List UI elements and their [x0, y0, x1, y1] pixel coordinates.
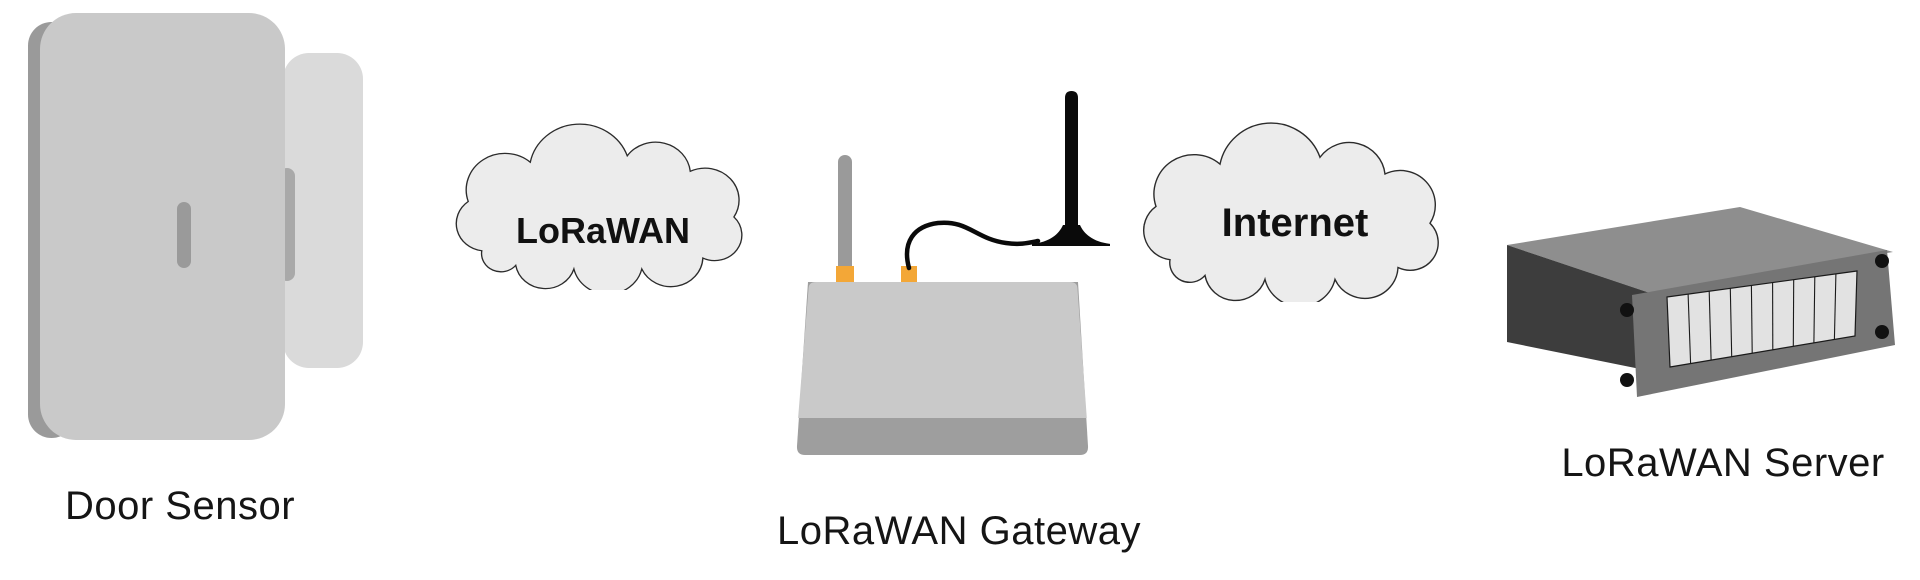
gateway-body [798, 282, 1087, 418]
internet-cloud-icon [1143, 122, 1439, 302]
server-vent-slats [1666, 270, 1858, 368]
antenna-connector-left [836, 266, 854, 283]
cloud-shape [455, 123, 743, 290]
server-screws [1620, 254, 1889, 387]
cloud-shape [1143, 122, 1439, 302]
gateway-label: LoRaWAN Gateway [777, 508, 1141, 553]
antenna-connector-right [901, 266, 917, 283]
gateway-icon [796, 91, 1110, 455]
door-sensor-magnet-plate [283, 53, 363, 368]
server-side-face [1507, 245, 1655, 372]
whip-antenna-rod [1065, 91, 1078, 230]
lorawan-cloud-icon [455, 123, 743, 290]
gateway-stub-antenna [838, 155, 852, 273]
server-label: LoRaWAN Server [1561, 440, 1885, 485]
server-rack-icon [1507, 207, 1895, 397]
door-sensor-body [40, 13, 285, 440]
internet-cloud-label: Internet [1221, 200, 1369, 245]
door-sensor-icon [28, 13, 363, 440]
lorawan-cloud-label: LoRaWAN [516, 210, 690, 251]
door-sensor-label: Door Sensor [64, 483, 296, 528]
antenna-cable [904, 220, 1041, 271]
whip-antenna-base [1032, 225, 1110, 246]
server-top-face [1507, 207, 1893, 293]
door-sensor-slot [177, 202, 191, 268]
